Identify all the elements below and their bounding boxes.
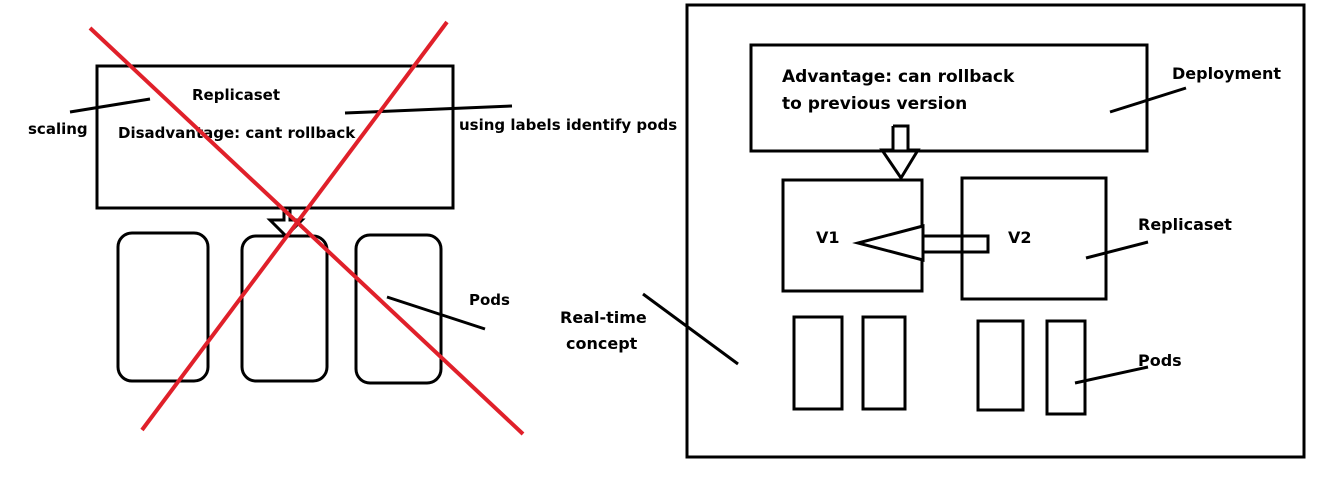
pods-label-right: Pods: [1138, 351, 1182, 370]
pod-box: [240, 234, 329, 383]
replicaset-pointer: [1085, 240, 1149, 260]
scaling-label: scaling: [28, 120, 88, 138]
labels-label: using labels identify pods: [459, 116, 677, 134]
replicaset-label-right: Replicaset: [1138, 215, 1232, 234]
realtime-line-2: concept: [566, 334, 638, 353]
deployment-to-v1-arrow: [879, 124, 921, 181]
pod-box: [861, 315, 907, 411]
pod-box: [1045, 319, 1087, 416]
v2-replicaset-box: [960, 176, 1108, 301]
advantage-line-1: Advantage: can rollback: [782, 67, 1015, 87]
pod-box: [976, 319, 1025, 412]
replicaset-title: Replicaset: [192, 86, 280, 104]
realtime-pointer: [642, 292, 739, 366]
labels-pointer: [344, 104, 513, 115]
deployment-pointer: [1109, 86, 1187, 114]
realtime-line-1: Real-time: [560, 308, 647, 327]
pods-pointer-right: [1074, 365, 1149, 385]
right-diagram: Advantage: can rollback to previous vers…: [685, 3, 1306, 459]
realtime-frame: [685, 3, 1306, 459]
disadvantage-text: Disadvantage: cant rollback: [118, 124, 356, 142]
rollback-arrow: [852, 224, 990, 262]
replicaset-box: [95, 64, 455, 210]
left-diagram: Replicaset Disadvantage: cant rollback s…: [28, 20, 677, 436]
v2-label: V2: [1008, 228, 1032, 247]
deployment-box: [749, 43, 1149, 153]
pods-pointer: [386, 295, 486, 331]
pod-box: [792, 315, 844, 411]
pod-box: [354, 233, 443, 385]
cross-out-mark: [88, 20, 525, 436]
v1-label: V1: [816, 228, 840, 247]
advantage-line-2: to previous version: [782, 94, 967, 114]
pod-box: [116, 231, 210, 383]
realtime-annotation: Real-time concept: [560, 292, 739, 366]
pods-label-left: Pods: [469, 291, 510, 309]
deployment-label: Deployment: [1172, 64, 1281, 83]
scaling-pointer: [69, 97, 151, 114]
